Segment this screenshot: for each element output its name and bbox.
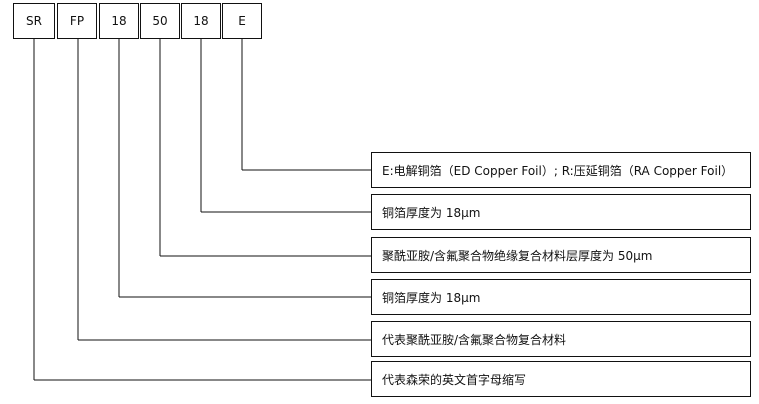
code-box-copper-thickness-2: 18 <box>181 3 221 39</box>
description-foil-type: E:电解铜箔（ED Copper Foil）; R:压延铜箔（RA Copper… <box>371 152 751 188</box>
description-copper-thickness-1: 铜箔厚度为 18μm <box>371 279 751 315</box>
code-box-insulation-thickness: 50 <box>140 3 180 39</box>
code-box-copper-thickness-1: 18 <box>99 3 139 39</box>
code-box-fp: FP <box>57 3 97 39</box>
code-box-sr: SR <box>13 3 55 39</box>
code-box-foil-type: E <box>222 3 262 39</box>
description-brand-abbreviation: 代表森荣的英文首字母缩写 <box>371 361 751 397</box>
description-insulation-thickness: 聚酰亚胺/含氟聚合物绝缘复合材料层厚度为 50μm <box>371 237 751 273</box>
description-copper-thickness-2: 铜箔厚度为 18μm <box>371 194 751 230</box>
description-material: 代表聚酰亚胺/含氟聚合物复合材料 <box>371 321 751 357</box>
